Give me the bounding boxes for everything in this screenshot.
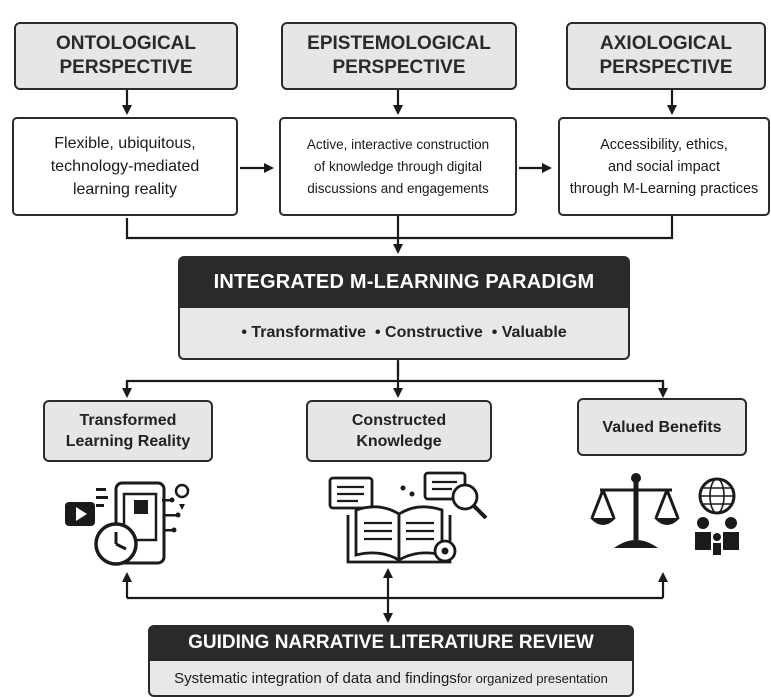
quality-constructive: Constructive: [385, 324, 483, 341]
epistemological-title: EPISTEMOLOGICAL PERSPECTIVE: [307, 33, 491, 78]
axiological-title: AXIOLOGICAL PERSPECTIVE: [599, 33, 733, 78]
valued-benefits-box: Valued Benefits: [577, 398, 747, 456]
paradigm-title: INTEGRATED M-LEARNING PARADIGM: [178, 256, 630, 308]
transformed-learning-box: Transformed Learning Reality: [43, 400, 213, 462]
bullet-icon: •: [366, 324, 386, 341]
review-subtitle-tail: for organized presentation: [456, 670, 608, 686]
integrated-paradigm-box: INTEGRATED M-LEARNING PARADIGM • Transfo…: [178, 256, 630, 360]
bullet-icon: •: [482, 324, 502, 341]
valued-benefits-title: Valued Benefits: [602, 418, 722, 436]
transformed-learning-title: Transformed Learning Reality: [65, 412, 191, 450]
epistemological-description: Active, interactive construction of know…: [306, 136, 490, 196]
axiological-description: Accessibility, ethics, and social impact…: [569, 136, 759, 197]
split-line: [125, 379, 665, 389]
quality-valuable: Valuable: [501, 324, 567, 341]
epistemological-perspective-box: EPISTEMOLOGICAL PERSPECTIVE: [281, 22, 517, 90]
constructed-knowledge-title: Constructed Knowledge: [351, 412, 447, 450]
paradigm-qualities: • Transformative • Constructive • Valuab…: [178, 308, 630, 360]
ontological-title: ONTOLOGICAL PERSPECTIVE: [55, 33, 197, 78]
review-title: GUIDING NARRATIVE LITERATIURE REVIEW: [148, 625, 634, 661]
constructed-knowledge-box: Constructed Knowledge: [306, 400, 492, 462]
review-subtitle-main: Systematic integration of data and findi…: [174, 669, 457, 687]
axiological-description-box: Accessibility, ethics, and social impact…: [558, 117, 770, 216]
axiological-perspective-box: AXIOLOGICAL PERSPECTIVE: [566, 22, 766, 90]
guiding-review-box: GUIDING NARRATIVE LITERATIURE REVIEW Sys…: [148, 625, 634, 697]
quality-transformative: Transformative: [251, 324, 367, 341]
ontological-perspective-box: ONTOLOGICAL PERSPECTIVE: [14, 22, 238, 90]
merge-line: [125, 216, 674, 240]
bullet-icon: •: [241, 324, 252, 341]
epistemological-description-box: Active, interactive construction of know…: [279, 117, 517, 216]
ontological-description-box: Flexible, ubiquitous, technology-mediate…: [12, 117, 238, 216]
ontological-description: Flexible, ubiquitous, technology-mediate…: [50, 135, 200, 198]
review-subtitle: Systematic integration of data and findi…: [148, 661, 634, 697]
